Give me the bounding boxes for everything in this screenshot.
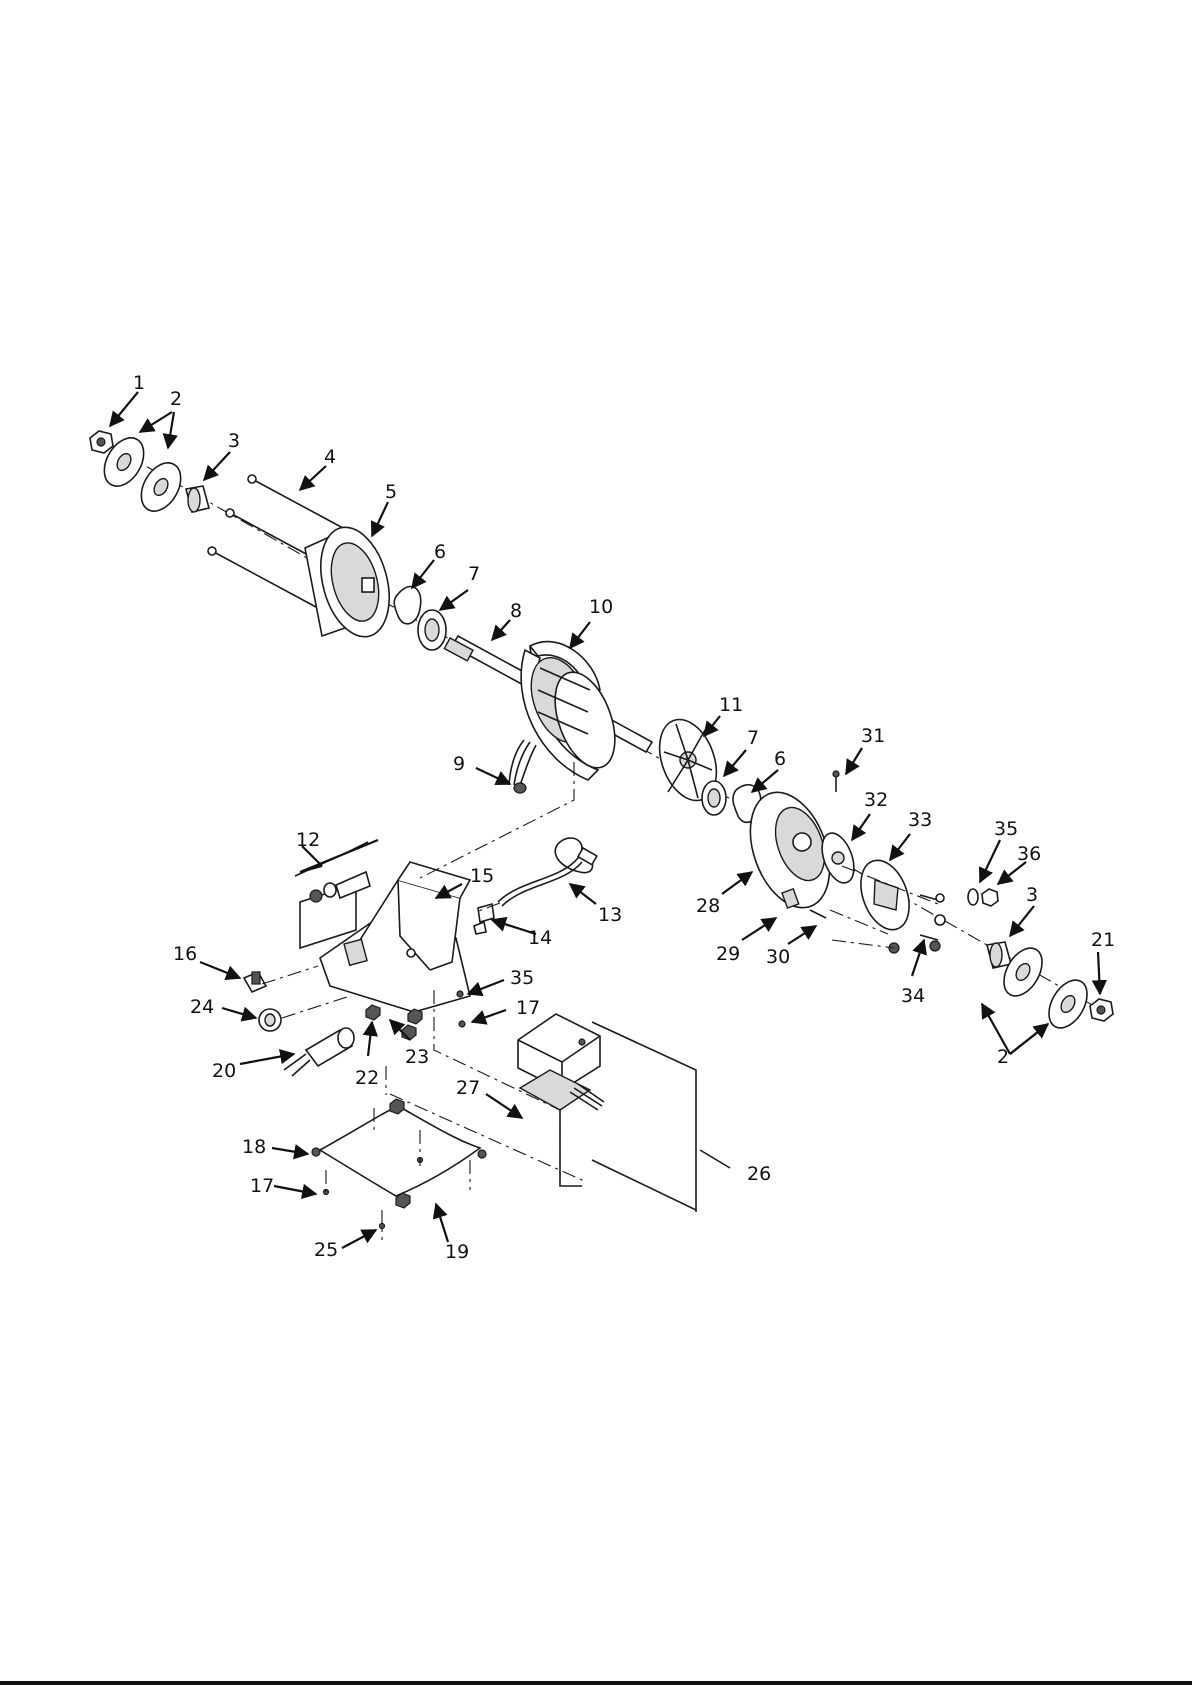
callout-26: 26 xyxy=(747,1163,771,1185)
callout-17-left: 17 xyxy=(250,1175,274,1197)
callout-4: 4 xyxy=(324,446,336,468)
part-10-stator-housing xyxy=(521,642,627,780)
callout-32: 32 xyxy=(864,789,888,811)
callout-35-right: 35 xyxy=(994,818,1018,840)
callout-16: 16 xyxy=(173,943,197,965)
assembly-line-switch xyxy=(262,966,318,984)
leader-26-frame xyxy=(592,1022,696,1212)
callout-21: 21 xyxy=(1091,929,1115,951)
callout-8: 8 xyxy=(510,600,522,622)
part-13-power-cord xyxy=(498,838,597,906)
part-24-bushing xyxy=(259,1009,281,1031)
leader-arrows xyxy=(110,392,1100,1248)
assembly-line-bushing xyxy=(282,996,350,1018)
assembly-line-motor-base xyxy=(420,762,574,878)
callout-7-right: 7 xyxy=(747,727,759,749)
part-5-end-bell xyxy=(305,520,400,645)
part-1-nut xyxy=(90,431,113,453)
callout-24: 24 xyxy=(190,996,214,1018)
part-14-strain-relief xyxy=(474,904,494,934)
callout-12: 12 xyxy=(296,829,320,851)
callout-33: 33 xyxy=(908,809,932,831)
callout-35-left: 35 xyxy=(510,967,534,989)
callout-9: 9 xyxy=(453,753,465,775)
part-20-capacitor xyxy=(284,1028,354,1076)
part-7-bearing-left xyxy=(418,610,446,650)
part-3-sleeve-left xyxy=(186,486,209,512)
bottom-rule xyxy=(0,1681,1192,1685)
part-3-sleeve-right xyxy=(987,942,1011,968)
callout-6-left: 6 xyxy=(434,541,446,563)
callout-3-right: 3 xyxy=(1026,884,1038,906)
callout-23: 23 xyxy=(405,1046,429,1068)
part-21-nut xyxy=(1090,999,1113,1021)
callout-labels: 1 2 3 4 5 6 7 8 9 10 11 7 6 31 32 33 35 … xyxy=(133,372,1115,1263)
part-19-bottom-cover xyxy=(312,1099,486,1229)
callout-15: 15 xyxy=(470,865,494,887)
callout-13: 13 xyxy=(598,904,622,926)
callout-36: 36 xyxy=(1017,843,1041,865)
callout-28: 28 xyxy=(696,895,720,917)
part-33-switch-cover xyxy=(852,854,918,937)
callout-7-left: 7 xyxy=(468,563,480,585)
callout-3-left: 3 xyxy=(228,430,240,452)
callout-2-right: 2 xyxy=(997,1046,1009,1068)
callout-31: 31 xyxy=(861,725,885,747)
callout-2-left: 2 xyxy=(170,388,182,410)
callout-29: 29 xyxy=(716,943,740,965)
part-35-36-washer-nut xyxy=(968,889,998,906)
callout-17-right: 17 xyxy=(516,997,540,1019)
callout-14: 14 xyxy=(528,927,552,949)
callout-20: 20 xyxy=(212,1060,236,1082)
callout-19: 19 xyxy=(445,1241,469,1263)
part-6-wave-washer-left xyxy=(394,587,421,624)
callout-10: 10 xyxy=(589,596,613,618)
part-34-screws xyxy=(920,894,945,940)
part-2-washers-right xyxy=(996,941,1095,1034)
callout-6-right: 6 xyxy=(774,748,786,770)
callout-34: 34 xyxy=(901,985,925,1007)
part-16-switch-boot xyxy=(244,972,266,992)
callout-30: 30 xyxy=(766,946,790,968)
callout-22: 22 xyxy=(355,1067,379,1089)
part-7-bearing-right xyxy=(702,781,726,815)
callout-11: 11 xyxy=(719,694,743,716)
part-31-screw xyxy=(833,771,839,792)
part-9-grommet-leads xyxy=(509,740,536,793)
callout-27: 27 xyxy=(456,1077,480,1099)
callout-25: 25 xyxy=(314,1239,338,1261)
callout-5: 5 xyxy=(385,481,397,503)
callout-18: 18 xyxy=(242,1136,266,1158)
callout-1: 1 xyxy=(133,372,145,394)
